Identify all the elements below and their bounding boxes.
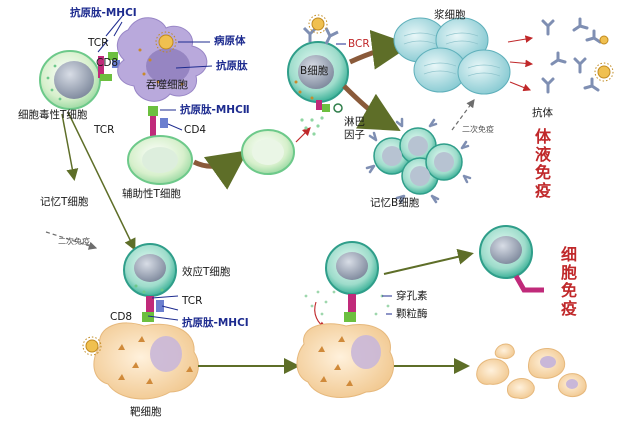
label-secondary-immune-b: 二次免疫 [462, 125, 494, 134]
label-antigen-mhc2: 抗原肽-MHCⅡ [180, 104, 250, 116]
pathogen-in-phagocyte [155, 31, 177, 53]
arrows-to-antibodies [507, 35, 534, 92]
plasma-cells [393, 17, 511, 95]
label-tcr-bottom: TCR [182, 295, 203, 307]
lymphokine-dots [300, 116, 324, 136]
memory-b-receptors [365, 117, 472, 204]
label-cd8-top: CD8 [96, 57, 119, 69]
label-memory-b-cell: 记忆B细胞 [370, 197, 420, 209]
label-tcr-top: TCR [88, 37, 109, 49]
lysed-nucleus-fragments [540, 356, 578, 389]
b-cell [287, 41, 349, 103]
label-tcr-mid: TCR [94, 124, 115, 136]
activated-helper-t-cell [241, 129, 295, 175]
arrow-cytotoxic-to-effector [67, 111, 136, 251]
label-pointers [97, 13, 392, 321]
label-cd4: CD4 [184, 124, 207, 136]
arrow-to-lymphokine [295, 127, 311, 143]
label-lymphokine: 淋巴因子 [344, 116, 365, 141]
tcr-cd4-complex [148, 106, 168, 136]
attacked-target-cell [296, 323, 395, 398]
lysed-target-fragments [476, 343, 587, 399]
target-cell [93, 322, 199, 400]
section-humoral-immunity: 体液免疫 [534, 127, 551, 200]
b-cell-pathogen [308, 14, 328, 34]
arrow-secondary-immune-t [45, 231, 98, 250]
label-antigen-mhc1-top: 抗原肽-MHCⅠ [70, 7, 137, 19]
arrow-secondary-immune-b [451, 99, 475, 131]
arrow-helper-to-activated [192, 150, 249, 190]
label-secondary-immune-t: 二次免疫 [58, 237, 90, 246]
label-antibody: 抗体 [532, 107, 553, 119]
label-target-cell: 靶细胞 [130, 406, 162, 418]
released-effector-t-cell [479, 225, 544, 293]
label-phagocyte: 吞噬细胞 [146, 79, 188, 91]
label-helper-t-cell: 辅助性T细胞 [122, 188, 181, 200]
arrow-cytotoxic-to-memory [61, 113, 79, 181]
label-bcr: BCR [348, 38, 370, 50]
attacking-effector-t-cell [325, 241, 379, 322]
label-cd8-bottom: CD8 [110, 311, 133, 323]
b-cell-bottom-receptor [316, 100, 330, 112]
memory-b-cells [373, 127, 463, 195]
label-memory-t-cell: 记忆T细胞 [40, 196, 89, 208]
label-perforin: 穿孔素 [396, 290, 428, 302]
antibody-bound-pathogen [594, 35, 614, 82]
helper-t-cell [127, 135, 193, 185]
phagocyte-cell [116, 17, 208, 102]
effector-receptors [142, 296, 164, 322]
label-granzyme: 颗粒酶 [396, 308, 428, 320]
tcr-cd8-complex-top [98, 52, 120, 81]
antibodies-free [541, 17, 602, 94]
label-antigen-mhc1-bottom: 抗原肽-MHCⅠ [182, 317, 249, 329]
perforin-granzyme-dots [304, 290, 390, 316]
label-antigen-peptide: 抗原肽 [216, 60, 248, 72]
arrow-attack-to-release [383, 248, 474, 275]
arrow-b-to-memory [342, 84, 401, 131]
label-pathogen: 病原体 [214, 35, 246, 47]
cytotoxic-t-cell [39, 50, 101, 110]
label-cytotoxic-t-cell: 细胞毒性T细胞 [18, 109, 88, 121]
effector-t-cell [123, 243, 177, 297]
target-pathogen [82, 336, 102, 356]
label-b-cell: B细胞 [300, 65, 329, 77]
lymphokine-icon [333, 103, 343, 113]
section-cellular-immunity: 细胞免疫 [560, 245, 577, 318]
label-plasma-cell: 浆细胞 [434, 9, 466, 21]
label-effector-t-cell: 效应T细胞 [182, 266, 231, 278]
